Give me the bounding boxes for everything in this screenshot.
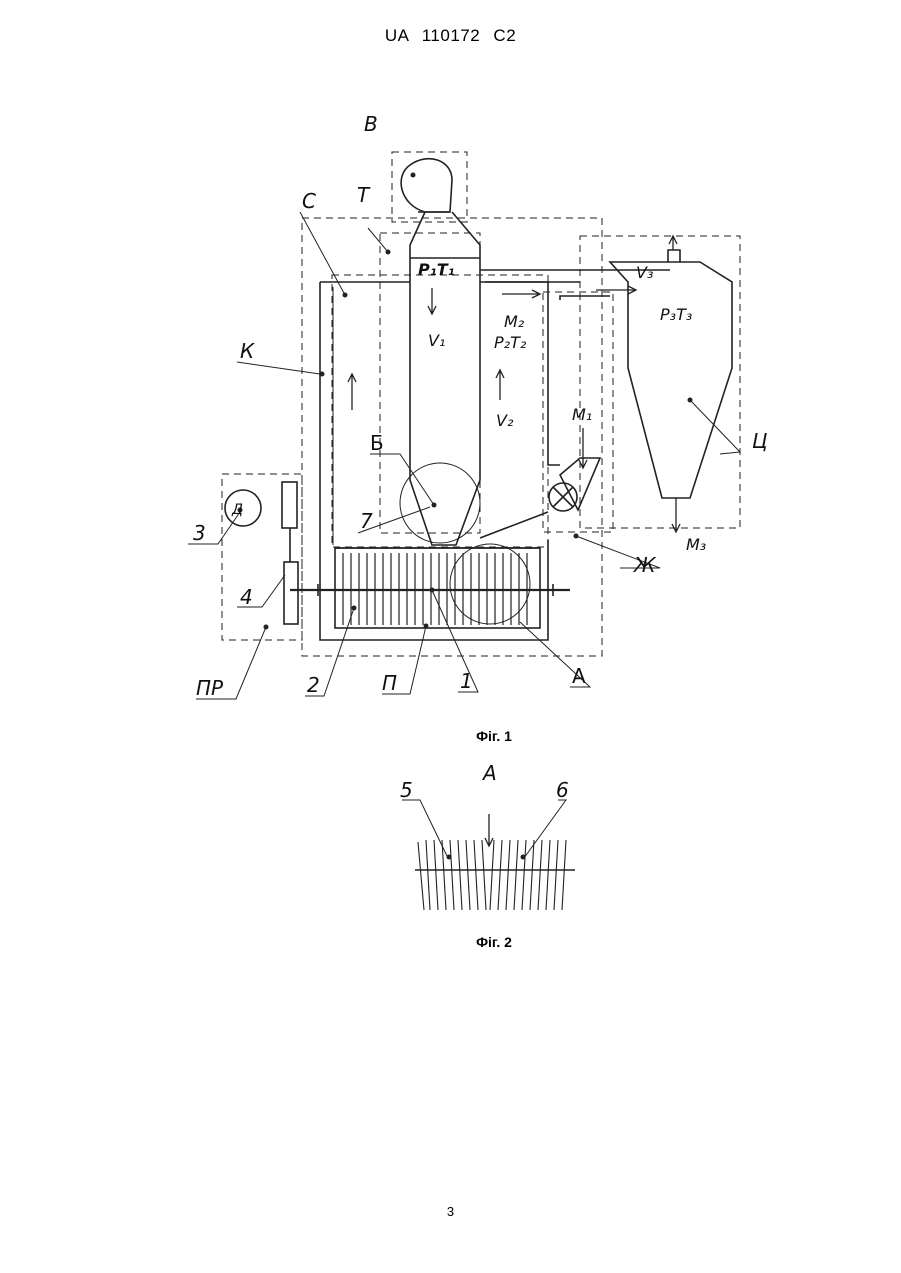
marker-dots <box>238 173 693 860</box>
label-7: 7 <box>360 509 373 533</box>
label-1: 1 <box>460 669 473 693</box>
label-Zh: Ж <box>632 553 657 577</box>
figure1-caption: Фіг. 1 <box>434 728 554 744</box>
label-V3: V₃ <box>636 263 653 282</box>
label-V2: V₂ <box>496 411 514 430</box>
figure2-labels: 5 А 6 <box>400 761 569 802</box>
dashed-zones <box>222 152 740 656</box>
label-A-fig2: А <box>481 761 497 785</box>
pulley-large <box>284 562 298 624</box>
label-M1: M₁ <box>572 405 592 424</box>
detail-circle-A <box>450 544 530 624</box>
detail-circle-B <box>400 463 480 543</box>
housing-top-right <box>480 282 548 300</box>
page-number: 3 <box>0 1204 901 1219</box>
zone-Ts-box <box>580 236 740 528</box>
label-6: 6 <box>556 778 569 802</box>
label-5: 5 <box>400 778 413 802</box>
cyclone-Ts <box>610 262 732 498</box>
label-C: С <box>302 189 316 213</box>
label-PR: ПР <box>196 676 224 700</box>
label-V: В <box>364 112 378 136</box>
label-D: Д <box>231 502 243 518</box>
label-3: 3 <box>193 521 206 545</box>
label-M2: M₂ <box>504 312 525 331</box>
label-Ts: Ц <box>752 429 768 453</box>
label-B: Б <box>370 431 384 455</box>
rotor-chamber <box>335 548 540 628</box>
figure2-caption: Фіг. 2 <box>434 934 554 950</box>
fig2-comb <box>415 840 575 910</box>
label-A: А <box>572 664 586 688</box>
label-T: Т <box>357 183 371 207</box>
label-4: 4 <box>240 585 253 609</box>
label-P3T3: P₃T₃ <box>660 305 692 324</box>
label-P2T2: P₂T₂ <box>494 333 527 352</box>
label-P1T1: P₁T₁ <box>418 260 455 279</box>
label-V1: V₁ <box>428 331 445 350</box>
fan-V <box>401 159 452 212</box>
label-K: К <box>240 339 255 363</box>
label-M3: M₃ <box>686 535 706 554</box>
feed-channel <box>548 300 560 465</box>
label-2: 2 <box>307 673 320 697</box>
pulley-small <box>282 482 297 528</box>
motor-D <box>225 490 261 526</box>
label-P: П <box>382 671 397 695</box>
